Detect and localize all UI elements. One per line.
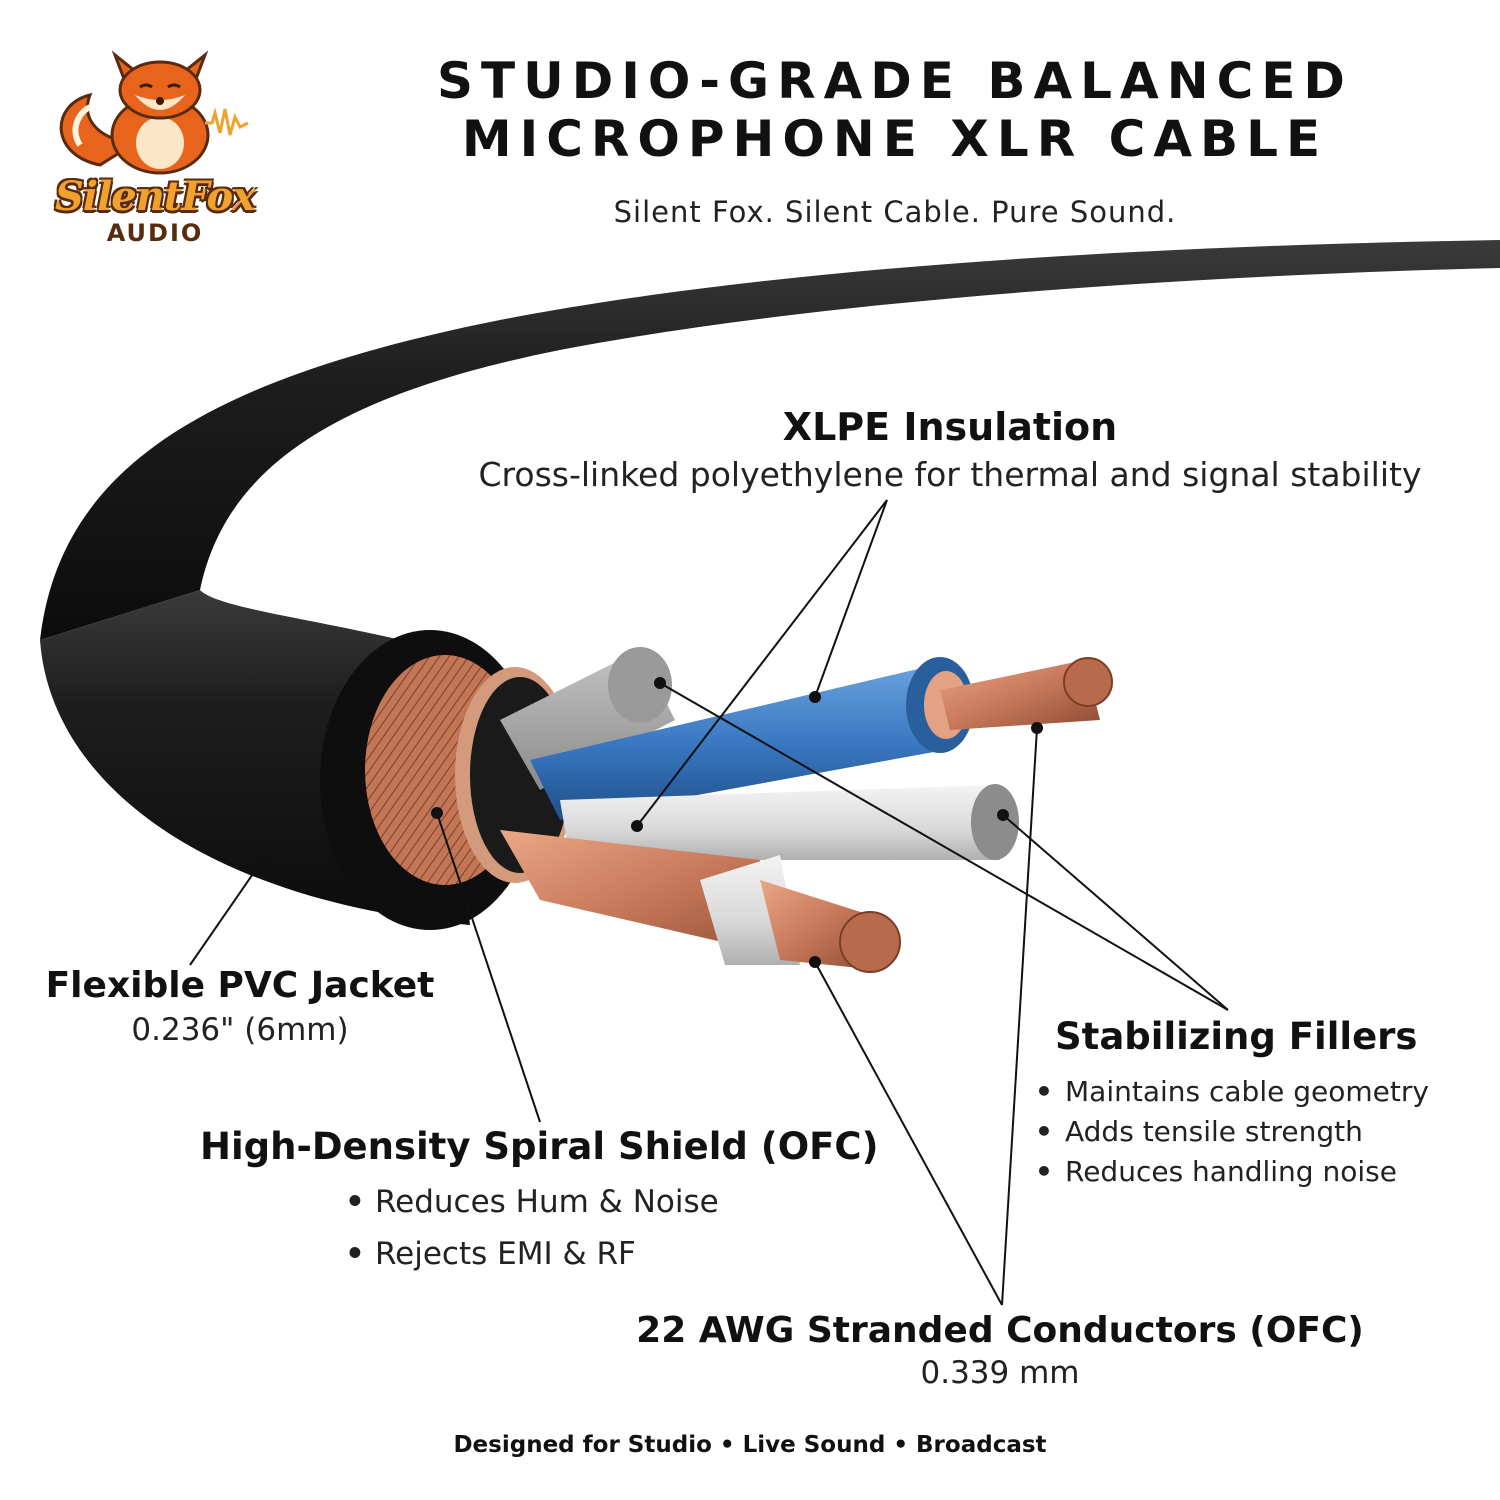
shield-bullet: Rejects EMI & RF xyxy=(345,1228,878,1280)
shield-title: High-Density Spiral Shield (OFC) xyxy=(200,1125,879,1168)
label-stabilizing-fillers: Stabilizing Fillers Maintains cable geom… xyxy=(1035,1015,1429,1192)
pvc-title: Flexible PVC Jacket xyxy=(45,965,435,1006)
tagline: Silent Fox. Silent Cable. Pure Sound. xyxy=(613,195,1177,229)
blue-insulated-conductor-shape xyxy=(530,657,1113,820)
fillers-bullet: Reduces handling noise xyxy=(1035,1152,1429,1192)
fillers-bullets: Maintains cable geometry Adds tensile st… xyxy=(1035,1072,1429,1192)
footer-text: Designed for Studio • Live Sound • Broad… xyxy=(453,1432,1047,1458)
callout-dots xyxy=(260,677,1043,968)
label-stranded-conductors: 22 AWG Stranded Conductors (OFC) 0.339 m… xyxy=(600,1310,1400,1391)
page-title: STUDIO-GRADE BALANCED MICROPHONE XLR CAB… xyxy=(300,52,1490,168)
filler-upper-shape xyxy=(500,647,675,790)
shield-bullets: Reduces Hum & Noise Rejects EMI & RF xyxy=(345,1176,878,1280)
fillers-bullet: Maintains cable geometry xyxy=(1035,1072,1429,1112)
title-line-1: STUDIO-GRADE BALANCED xyxy=(437,52,1353,110)
xlpe-title: XLPE Insulation xyxy=(782,405,1118,449)
copper-conductor-lower-shape xyxy=(500,830,901,973)
xlpe-desc: Cross-linked polyethylene for thermal an… xyxy=(478,455,1422,494)
fillers-title: Stabilizing Fillers xyxy=(1055,1015,1418,1058)
logo-sub-text: AUDIO xyxy=(106,219,204,247)
fox-mascot-icon xyxy=(59,50,249,175)
label-xlpe-insulation: XLPE Insulation Cross-linked polyethylen… xyxy=(430,405,1470,494)
label-pvc-jacket: Flexible PVC Jacket 0.236" (6mm) xyxy=(30,965,450,1048)
title-line-2: MICROPHONE XLR CABLE xyxy=(461,110,1329,168)
white-insulated-conductor-shape xyxy=(560,784,1019,860)
logo-brand-text: SilentFox xyxy=(54,173,256,220)
conductors-title: 22 AWG Stranded Conductors (OFC) xyxy=(636,1310,1364,1351)
shield-bullet: Reduces Hum & Noise xyxy=(345,1176,878,1228)
label-spiral-shield: High-Density Spiral Shield (OFC) Reduces… xyxy=(200,1125,878,1280)
callout-lines xyxy=(189,499,1229,1306)
pvc-desc: 0.236" (6mm) xyxy=(131,1012,349,1048)
conductors-desc: 0.339 mm xyxy=(920,1355,1080,1391)
spiral-shield-shape xyxy=(365,655,575,885)
brand-logo: SilentFox AUDIO xyxy=(40,25,270,255)
fillers-bullet: Adds tensile strength xyxy=(1035,1112,1429,1152)
